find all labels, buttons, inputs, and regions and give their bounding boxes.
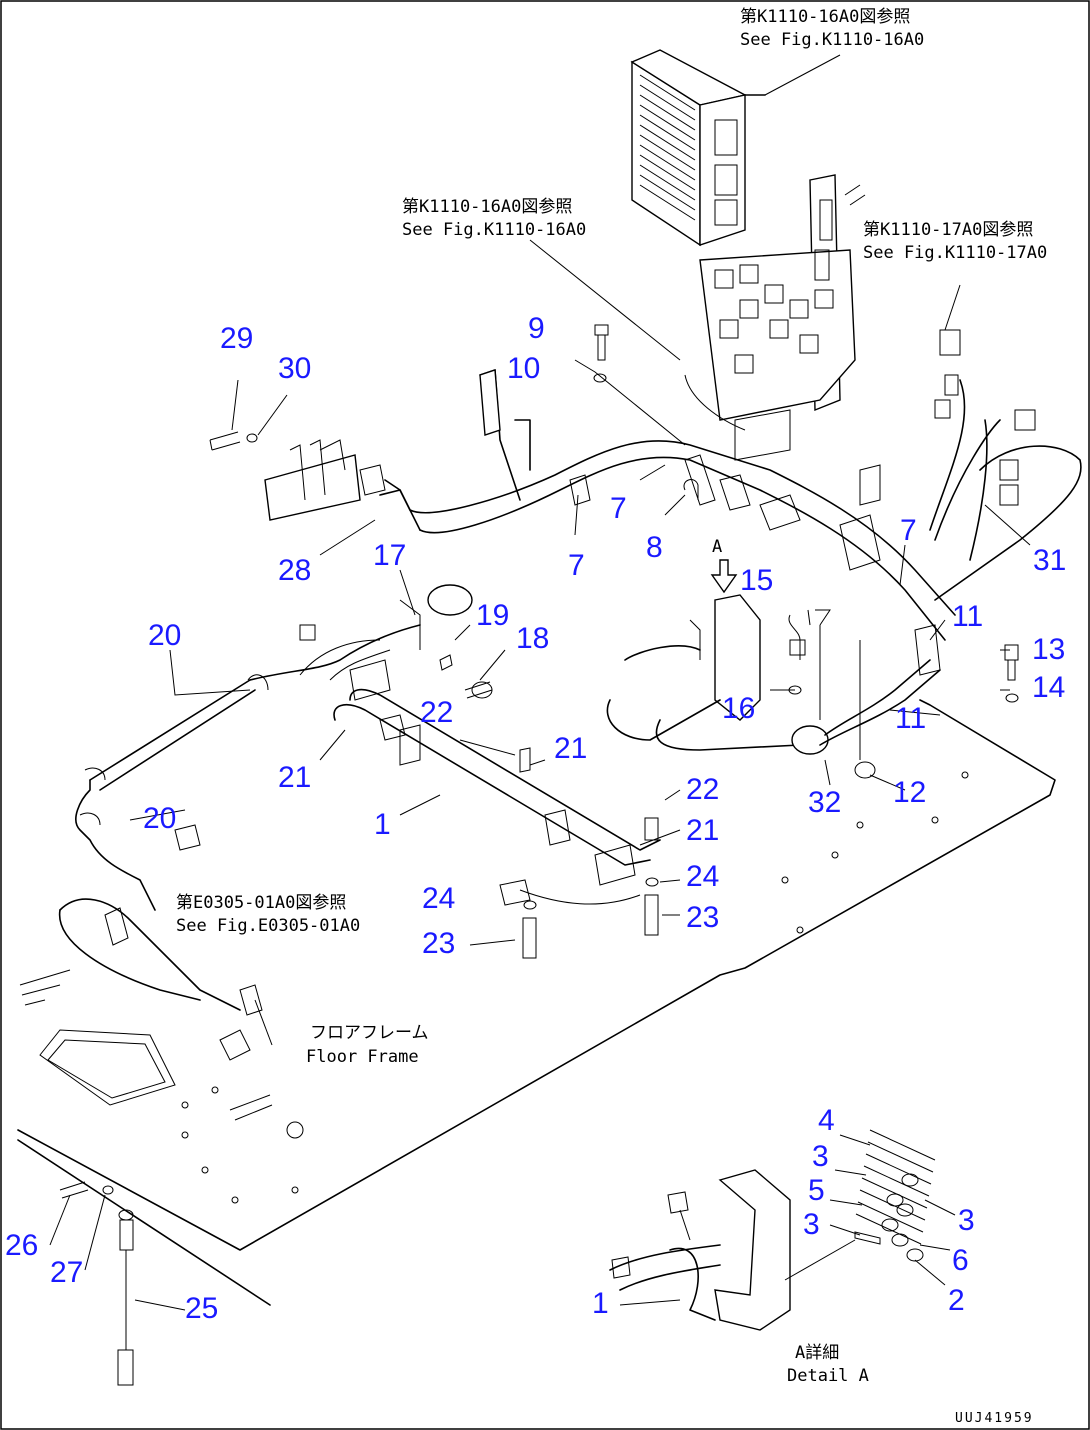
controller-unit xyxy=(630,49,766,247)
callout-label: 7 xyxy=(568,549,585,582)
callout-label: 3 xyxy=(812,1140,829,1173)
ref-right-en: See Fig.K1110-17A0 xyxy=(863,243,1047,263)
callout-label: 21 xyxy=(686,814,719,847)
callout-label: 3 xyxy=(958,1204,975,1237)
detail-a-drawing xyxy=(609,1129,936,1331)
ref-mid-en: See Fig.K1110-16A0 xyxy=(402,220,586,240)
callout-label: 26 xyxy=(5,1229,38,1262)
callout-label: 5 xyxy=(808,1174,825,1207)
callout-label: 30 xyxy=(278,352,311,385)
callout-label: 29 xyxy=(220,322,253,355)
callout-label: 15 xyxy=(740,564,773,597)
callout-label: 2 xyxy=(948,1284,965,1317)
callout-label: 17 xyxy=(373,539,406,572)
callout-label: 31 xyxy=(1033,544,1066,577)
callout-label: 25 xyxy=(185,1292,218,1325)
ref-left-jp: 第E0305-01A0図参照 xyxy=(176,893,346,913)
callout-label: 20 xyxy=(143,802,176,835)
callout-label: 27 xyxy=(50,1256,83,1289)
reference-labels: 第K1110-16A0図参照 See Fig.K1110-16A0 第K1110… xyxy=(176,7,1047,1426)
callout-label: 6 xyxy=(952,1244,969,1277)
callout-label: 22 xyxy=(420,696,453,729)
relay-block xyxy=(699,174,866,461)
callout-label: 23 xyxy=(686,901,719,934)
callout-label: 18 xyxy=(516,622,549,655)
callout-label: 1 xyxy=(374,808,391,841)
callout-label: 7 xyxy=(610,492,627,525)
callout-label: 3 xyxy=(803,1208,820,1241)
ref-top-en: See Fig.K1110-16A0 xyxy=(740,30,924,50)
ref-right-jp: 第K1110-17A0図参照 xyxy=(863,220,1033,240)
leader-lines xyxy=(49,54,1031,1311)
callout-label: 13 xyxy=(1032,633,1065,666)
callout-label: 22 xyxy=(686,773,719,806)
floor-frame-en: Floor Frame xyxy=(306,1047,419,1067)
floor-frame-jp: フロアフレーム xyxy=(310,1023,429,1043)
callout-label: 23 xyxy=(422,927,455,960)
callout-label: 16 xyxy=(722,692,755,725)
detail-marker: A xyxy=(712,537,722,557)
callout-label: 24 xyxy=(422,882,455,915)
callout-label: 8 xyxy=(646,531,663,564)
callout-label: 32 xyxy=(808,786,841,819)
callout-label: 24 xyxy=(686,860,719,893)
ref-top-jp: 第K1110-16A0図参照 xyxy=(740,7,910,27)
callout-label: 12 xyxy=(893,776,926,809)
callout-label: 1 xyxy=(592,1287,609,1320)
ref-mid-jp: 第K1110-16A0図参照 xyxy=(402,197,572,217)
main-harness xyxy=(384,329,1082,641)
connector-cluster xyxy=(606,559,941,779)
detail-title-en: Detail A xyxy=(787,1366,869,1386)
callout-label: 28 xyxy=(278,554,311,587)
center-harness xyxy=(299,584,661,906)
callout-label: 4 xyxy=(818,1104,835,1137)
callout-label: 9 xyxy=(528,312,545,345)
part-callouts: 29 30 9 10 28 17 7 7 8 7 7 15 31 20 19 1… xyxy=(5,312,1066,1325)
floor-frame-plate xyxy=(17,699,1056,1306)
detail-title-jp: A詳細 xyxy=(795,1343,839,1363)
callout-label: 7 xyxy=(900,514,917,547)
callout-label: 10 xyxy=(507,352,540,385)
fasteners xyxy=(59,324,1019,1386)
ref-left-en: See Fig.E0305-01A0 xyxy=(176,916,360,936)
drawing-code: UUJ41959 xyxy=(955,1411,1034,1426)
callout-label: 19 xyxy=(476,599,509,632)
callout-label: 14 xyxy=(1032,671,1065,704)
callout-label: 20 xyxy=(148,619,181,652)
callout-label: 21 xyxy=(278,761,311,794)
left-harness xyxy=(58,624,421,1061)
callout-label: 21 xyxy=(554,732,587,765)
left-bracket xyxy=(209,431,411,521)
callout-label: 11 xyxy=(952,600,983,633)
callout-label: 11 xyxy=(895,702,926,735)
